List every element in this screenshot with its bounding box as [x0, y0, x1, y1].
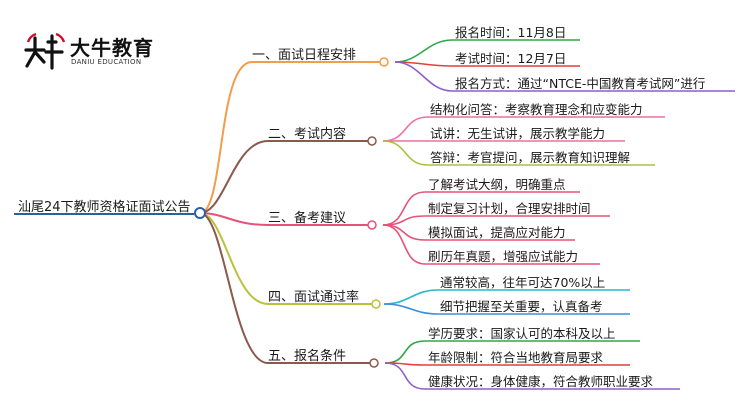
branch-to-leaf-connector	[394, 61, 453, 92]
logo-brand-name: 大牛教育	[70, 36, 154, 60]
branch-schedule-label: 一、面试日程安排	[252, 48, 357, 63]
branch-to-leaf-connector	[382, 116, 429, 142]
root-node-label: 汕尾24下教师资格证面试公告	[18, 200, 191, 215]
branch-to-leaf-connector	[382, 224, 426, 265]
leaf-exam-time: 考试时间：12月7日	[455, 51, 567, 66]
leaf-study-plan: 制定复习计划，合理安排时间	[428, 201, 591, 216]
branch-to-leaf-connector	[394, 39, 453, 63]
root-to-branch-connector	[199, 61, 253, 214]
leaf-structured-qa: 结构化问答：考察教育理念和应变能力	[430, 102, 643, 117]
branch-to-leaf-connector	[383, 289, 439, 305]
brand-logo: 大牛教育 DANIU EDUCATION	[22, 28, 154, 78]
branch-end-node	[367, 220, 377, 230]
leaf-attention-detail: 细节把握至关重要，认真备考	[440, 299, 603, 314]
leaf-registration-method: 报名方式：通过“NTCE-中国教育考试网”进行	[455, 76, 706, 91]
root-to-branch-connector	[199, 212, 269, 226]
branch-end-node	[379, 57, 389, 67]
leaf-education-req: 学历要求：国家认可的本科及以上	[428, 326, 616, 341]
leaf-health-req: 健康状况：身体健康，符合教师职业要求	[428, 374, 654, 389]
branch-to-leaf-connector	[383, 303, 439, 315]
leaf-syllabus: 了解考试大纲，明确重点	[428, 177, 566, 192]
leaf-age-req: 年龄限制：符合当地教育局要求	[428, 350, 604, 365]
leaf-mock-interview: 模拟面试，提高应对能力	[428, 225, 566, 240]
branch-end-node	[367, 136, 377, 146]
branch-end-node	[371, 299, 381, 309]
leaf-defense: 答辩：考官提问，展示教育知识理解	[430, 150, 631, 165]
branch-to-leaf-connector	[382, 140, 429, 166]
root-to-branch-connector	[199, 212, 269, 364]
leaf-trial-lecture: 试讲：无生试讲，展示教学能力	[430, 126, 606, 141]
leaf-pass-rate: 通常较高，往年可达70%以上	[440, 275, 606, 290]
branch-to-leaf-connector	[382, 224, 426, 241]
daniu-logo-icon	[24, 32, 66, 70]
branch-requirements-label: 五、报名条件	[268, 349, 347, 364]
root-to-branch-connector	[199, 140, 269, 214]
branch-to-leaf-connector	[384, 362, 426, 390]
branch-to-leaf-connector	[384, 340, 426, 364]
branch-advice-label: 三、备考建议	[268, 211, 347, 226]
root-to-branch-connector	[199, 212, 269, 305]
leaf-registration-time: 报名时间：11月8日	[455, 25, 567, 40]
logo-brand-english: DANIU EDUCATION	[71, 58, 142, 66]
branch-passrate-label: 四、面试通过率	[268, 290, 360, 305]
leaf-past-papers: 刷历年真题，增强应试能力	[428, 249, 579, 264]
branch-end-node	[369, 358, 379, 368]
root-node	[194, 207, 206, 219]
branch-content-label: 二、考试内容	[268, 127, 347, 142]
